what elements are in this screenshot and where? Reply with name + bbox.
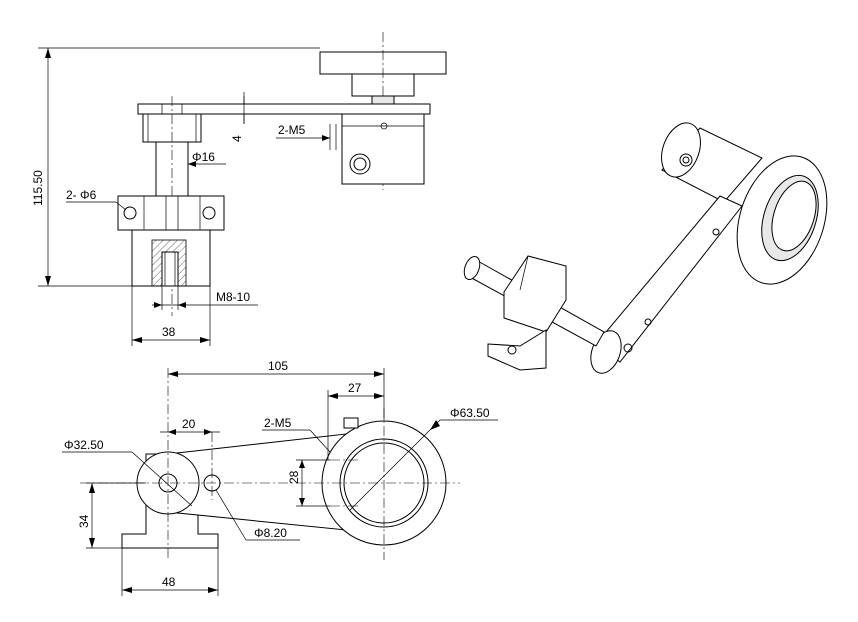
isometric-view — [463, 122, 828, 374]
mount-hole-left — [123, 206, 137, 220]
dim-tap: M8-10 — [216, 290, 250, 304]
dim-base-width-side: 38 — [162, 325, 176, 339]
dim-wheel-dia: Φ63.50 — [450, 406, 490, 420]
dim-length: 105 — [268, 359, 288, 373]
dim-thread-bottom: 2-M5 — [264, 416, 292, 430]
dim-total-height: 115.50 — [31, 170, 45, 206]
dim-shaft-dia: Φ16 — [192, 150, 215, 164]
dim-hole-2x: 2- Φ6 — [66, 188, 97, 202]
dim-thread-top: 2-M5 — [278, 123, 306, 137]
dim-spacing-28: 28 — [287, 470, 301, 484]
mount-hole-right — [202, 206, 216, 220]
side-view: 115.50 2- Φ6 Φ16 4 2-M5 M8-10 38 — [31, 32, 447, 346]
dim-offset-27: 27 — [348, 381, 362, 395]
dim-height-34: 34 — [77, 514, 91, 528]
dim-boss-dia: Φ32.50 — [64, 438, 104, 452]
arm-plate — [137, 103, 431, 115]
dim-base-width-bottom: 48 — [162, 575, 176, 589]
dim-offset-20: 20 — [182, 417, 196, 431]
encoder-body — [341, 113, 425, 185]
plan-view: 105 27 20 2-M5 Φ63.50 Φ32.50 28 — [62, 359, 498, 596]
pillow-block — [117, 195, 225, 231]
dim-hole-dia: Φ8.20 — [254, 526, 287, 540]
dim-plate-thk: 4 — [230, 135, 244, 142]
